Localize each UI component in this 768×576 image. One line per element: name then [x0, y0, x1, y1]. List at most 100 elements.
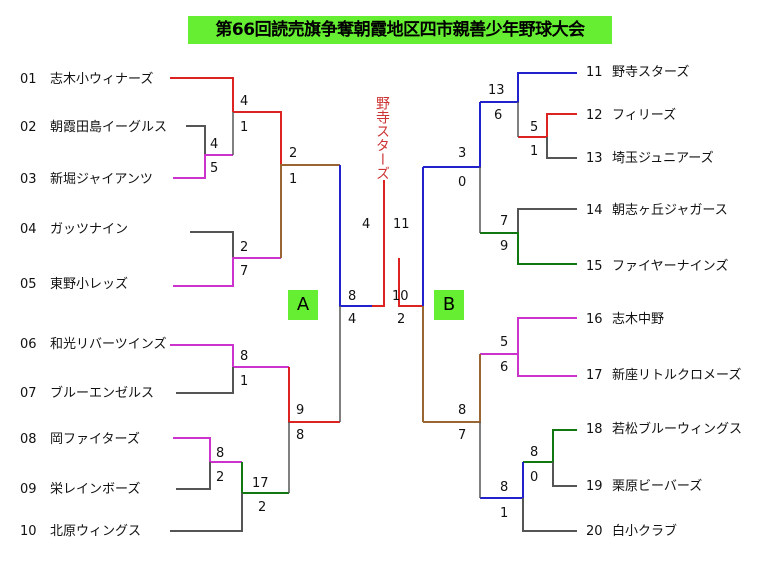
score-label: 5	[210, 161, 218, 176]
team-name: 朝霞田島イーグルス	[50, 120, 167, 135]
bracket-line	[518, 113, 577, 138]
bracket-line	[173, 154, 233, 179]
score-label: 7	[458, 428, 466, 443]
team-no: 04	[20, 222, 37, 237]
bracket-line	[552, 462, 577, 487]
bracket-line	[480, 72, 577, 103]
tournament-title: 第66回読売旗争奪朝霞地区四市親善少年野球大会	[188, 16, 612, 44]
score-label: 9	[296, 403, 304, 418]
team-name: 若松ブルーウィングス	[612, 421, 742, 437]
bracket-line	[176, 367, 234, 394]
team-name: 栄レインボーズ	[50, 481, 140, 497]
team-no: 09	[20, 482, 37, 497]
team-name: ファイヤーナインズ	[612, 258, 728, 274]
team-name: 野寺スターズ	[612, 64, 689, 80]
bracket-line	[170, 493, 243, 532]
team-name: 東野小レッズ	[50, 276, 128, 292]
score-label: 8	[500, 480, 508, 495]
score-label: 4	[240, 94, 248, 109]
score-label: 5	[530, 120, 538, 135]
team-no: 07	[20, 386, 37, 401]
team-no: 08	[20, 432, 37, 447]
bracket-line	[170, 344, 289, 368]
team-no: 05	[20, 277, 37, 292]
score-label: 8	[530, 445, 538, 460]
bracket-line	[398, 258, 423, 307]
score-label: 1	[240, 120, 248, 135]
bracket-line	[517, 208, 577, 233]
team-no: 19	[586, 479, 603, 494]
team-name: 和光リバーツインズ	[50, 336, 166, 352]
champion-label: 野寺スターズ	[374, 96, 390, 180]
team-no: 20	[586, 524, 603, 539]
team-name: 志木小ウィナーズ	[50, 71, 153, 87]
score-label: 7	[240, 264, 248, 279]
bracket-line	[523, 429, 577, 463]
team-name: 北原ウィングス	[50, 524, 141, 539]
bracket-line	[176, 462, 211, 490]
score-label: 4	[348, 312, 356, 327]
bracket-line	[480, 317, 577, 355]
bracket-line	[173, 437, 242, 463]
team-no: 17	[586, 368, 603, 383]
score-label: 1	[289, 172, 297, 187]
bracket-line	[339, 165, 372, 307]
bracket-line	[517, 354, 577, 377]
score-label: 5	[500, 335, 508, 350]
team-no: 14	[586, 203, 603, 218]
score-label: 0	[458, 175, 466, 190]
score-label: 2	[258, 500, 266, 515]
bracket-line	[423, 354, 481, 423]
team-name: 栗原ビーバーズ	[612, 478, 702, 494]
team-no: 15	[586, 259, 603, 274]
score-label: 8	[458, 403, 466, 418]
bracket-line	[280, 164, 340, 258]
score-label: 8	[216, 446, 224, 461]
bracket-line	[423, 102, 481, 168]
score-label: 8	[348, 289, 356, 304]
bracket-line	[186, 125, 206, 155]
team-name: 新座リトルクロメーズ	[612, 367, 741, 383]
score-label: 9	[500, 239, 508, 254]
score-label: 6	[494, 108, 502, 123]
score-label: 11	[393, 217, 410, 232]
block-b-label: B	[434, 290, 464, 320]
bracket-line	[372, 196, 385, 307]
team-name: 志木中野	[612, 312, 664, 327]
score-label: 8	[296, 428, 304, 443]
team-no: 10	[20, 524, 37, 539]
team-no: 03	[20, 172, 37, 187]
bracket-line	[546, 137, 577, 159]
team-no: 02	[20, 120, 37, 135]
score-label: 0	[530, 470, 538, 485]
team-name: ブルーエンゼルス	[50, 385, 154, 401]
team-no: 01	[20, 72, 37, 87]
bracket-line	[173, 257, 281, 287]
score-label: 13	[488, 83, 505, 98]
team-name: フィリーズ	[612, 107, 676, 123]
bracket-line	[170, 77, 234, 112]
score-label: 7	[500, 214, 508, 229]
bracket-line	[190, 231, 234, 258]
team-name: 埼玉ジュニアーズ	[612, 150, 714, 166]
score-label: 17	[252, 476, 269, 491]
team-no: 06	[20, 337, 37, 352]
score-label: 3	[458, 146, 466, 161]
score-label: 10	[392, 289, 409, 304]
score-label: 8	[240, 349, 248, 364]
bracket-line	[522, 498, 577, 532]
team-name: 新堀ジャイアンツ	[50, 171, 153, 187]
score-label: 1	[500, 506, 508, 521]
team-no: 18	[586, 422, 603, 437]
score-label: 4	[362, 217, 370, 232]
score-label: 2	[240, 240, 248, 255]
score-label: 1	[530, 144, 538, 159]
team-no: 11	[586, 65, 603, 80]
score-label: 2	[397, 312, 405, 327]
team-name: 岡ファイターズ	[50, 431, 140, 447]
score-label: 1	[240, 374, 248, 389]
team-name: 朝志ヶ丘ジャガース	[612, 203, 728, 218]
score-label: 2	[289, 146, 297, 161]
team-no: 12	[586, 108, 603, 123]
